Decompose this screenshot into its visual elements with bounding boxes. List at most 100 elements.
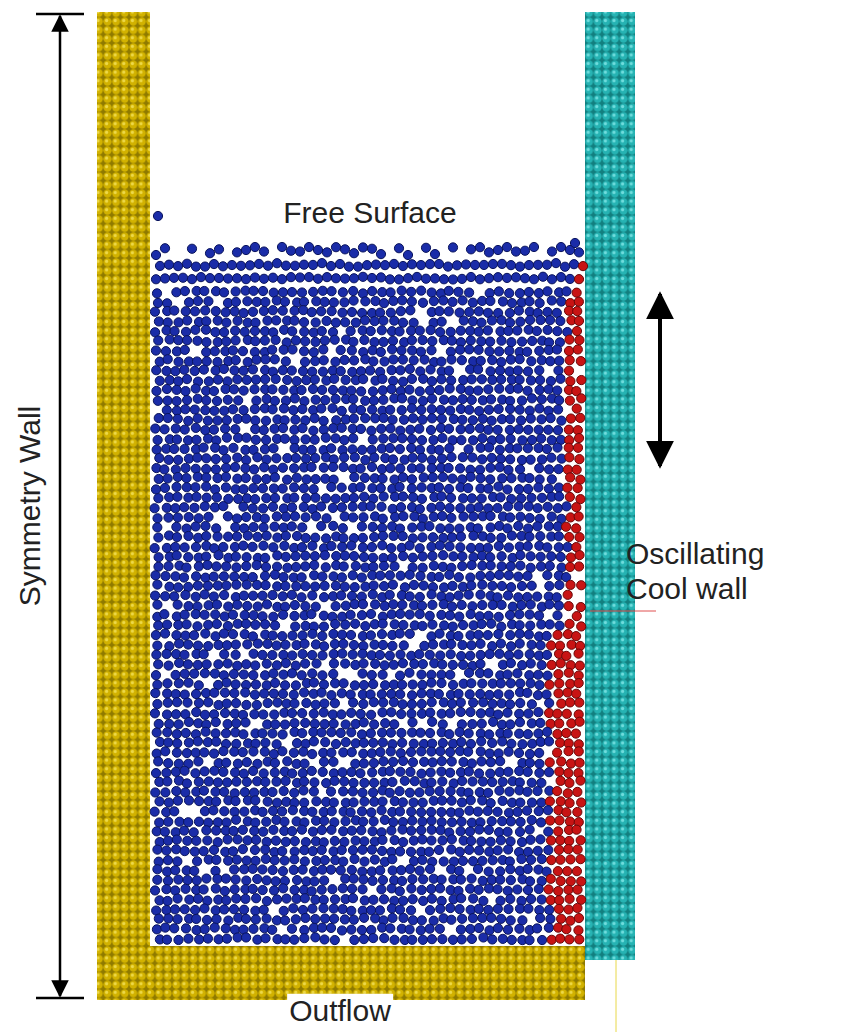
- fluid-particle: [261, 416, 270, 425]
- fluid-particle: [428, 337, 437, 346]
- fluid-particle: [223, 395, 232, 404]
- fluid-particle: [526, 552, 535, 561]
- fluid-particle: [249, 591, 258, 600]
- cooled-particle: [577, 581, 586, 590]
- fluid-particle: [533, 592, 542, 601]
- fluid-particle: [281, 512, 290, 521]
- fluid-particle: [183, 698, 192, 707]
- fluid-particle: [330, 679, 339, 688]
- fluid-particle: [459, 512, 468, 521]
- cooled-particle: [566, 473, 575, 482]
- cooled-particle: [545, 680, 554, 689]
- fluid-particle: [533, 691, 542, 700]
- fluid-particle: [152, 289, 161, 298]
- fluid-particle: [297, 593, 306, 602]
- fluid-particle: [427, 377, 436, 386]
- fluid-particle: [435, 629, 444, 638]
- fluid-particle: [533, 504, 542, 513]
- fluid-particle: [165, 375, 174, 384]
- fluid-particle: [409, 414, 418, 423]
- fluid-particle: [191, 325, 200, 334]
- fluid-particle: [547, 512, 556, 521]
- fluid-particle: [224, 532, 233, 541]
- fluid-particle: [199, 650, 208, 659]
- fluid-particle: [194, 698, 203, 707]
- fluid-particle: [405, 541, 414, 550]
- cooled-particle: [574, 512, 583, 521]
- fluid-particle: [270, 570, 279, 579]
- fluid-particle: [219, 364, 228, 373]
- fluid-particle: [378, 531, 387, 540]
- fluid-particle: [181, 728, 190, 737]
- fluid-particle: [506, 679, 515, 688]
- fluid-particle: [172, 397, 181, 406]
- fluid-particle: [415, 650, 424, 659]
- fluid-particle: [396, 650, 405, 659]
- fluid-particle: [272, 641, 281, 650]
- fluid-particle: [488, 581, 497, 590]
- fluid-particle: [366, 366, 375, 375]
- fluid-particle: [427, 394, 436, 403]
- fluid-particle: [398, 473, 407, 482]
- fluid-particle: [366, 326, 375, 335]
- fluid-particle: [336, 367, 345, 376]
- fluid-particle: [194, 681, 203, 690]
- fluid-particle: [171, 424, 180, 433]
- fluid-particle: [299, 306, 308, 315]
- fluid-particle: [309, 678, 318, 687]
- fluid-particle: [349, 356, 358, 365]
- fluid-particle: [513, 444, 522, 453]
- fluid-particle: [191, 542, 200, 551]
- fluid-particle: [211, 366, 220, 375]
- fluid-particle: [506, 642, 515, 651]
- fluid-particle: [209, 386, 218, 395]
- fluid-particle: [338, 386, 347, 395]
- fluid-particle: [506, 404, 515, 413]
- fluid-particle: [458, 620, 467, 629]
- fluid-particle: [349, 414, 358, 423]
- fluid-particle: [398, 659, 407, 668]
- fluid-particle: [162, 543, 171, 552]
- fluid-particle: [554, 366, 563, 375]
- fluid-particle: [357, 573, 366, 582]
- cooled-particle: [572, 288, 581, 297]
- fluid-particle: [497, 552, 506, 561]
- fluid-particle: [173, 472, 182, 481]
- fluid-particle: [262, 659, 271, 668]
- fluid-particle: [427, 698, 436, 707]
- fluid-particle: [417, 670, 426, 679]
- fluid-particle: [427, 346, 436, 355]
- fluid-particle: [203, 434, 212, 443]
- fluid-particle: [204, 297, 213, 306]
- cooled-particle: [575, 455, 584, 464]
- fluid-particle: [458, 296, 467, 305]
- fluid-particle: [527, 719, 536, 728]
- fluid-particle: [466, 326, 475, 335]
- fluid-particle: [349, 337, 358, 346]
- fluid-particle: [301, 718, 310, 727]
- fluid-particle: [258, 286, 267, 295]
- cooled-particle: [564, 668, 573, 677]
- fluid-particle: [193, 622, 202, 631]
- fluid-particle: [298, 424, 307, 433]
- fluid-particle: [497, 562, 506, 571]
- fluid-particle: [484, 385, 493, 394]
- fluid-particle: [535, 375, 544, 384]
- cooled-particle: [563, 688, 572, 697]
- fluid-particle: [199, 365, 208, 374]
- fluid-particle: [387, 610, 396, 619]
- fluid-particle: [537, 493, 546, 502]
- fluid-particle: [435, 572, 444, 581]
- fluid-particle: [180, 610, 189, 619]
- fluid-particle: [163, 698, 172, 707]
- fluid-particle: [174, 455, 183, 464]
- fluid-particle: [488, 600, 497, 609]
- fluid-particle: [553, 426, 562, 435]
- fluid-particle: [239, 502, 248, 511]
- fluid-particle: [537, 395, 546, 404]
- fluid-particle: [536, 641, 545, 650]
- fluid-particle: [378, 374, 387, 383]
- fluid-particle: [379, 434, 388, 443]
- fluid-particle: [537, 661, 546, 670]
- fluid-particle: [518, 661, 527, 670]
